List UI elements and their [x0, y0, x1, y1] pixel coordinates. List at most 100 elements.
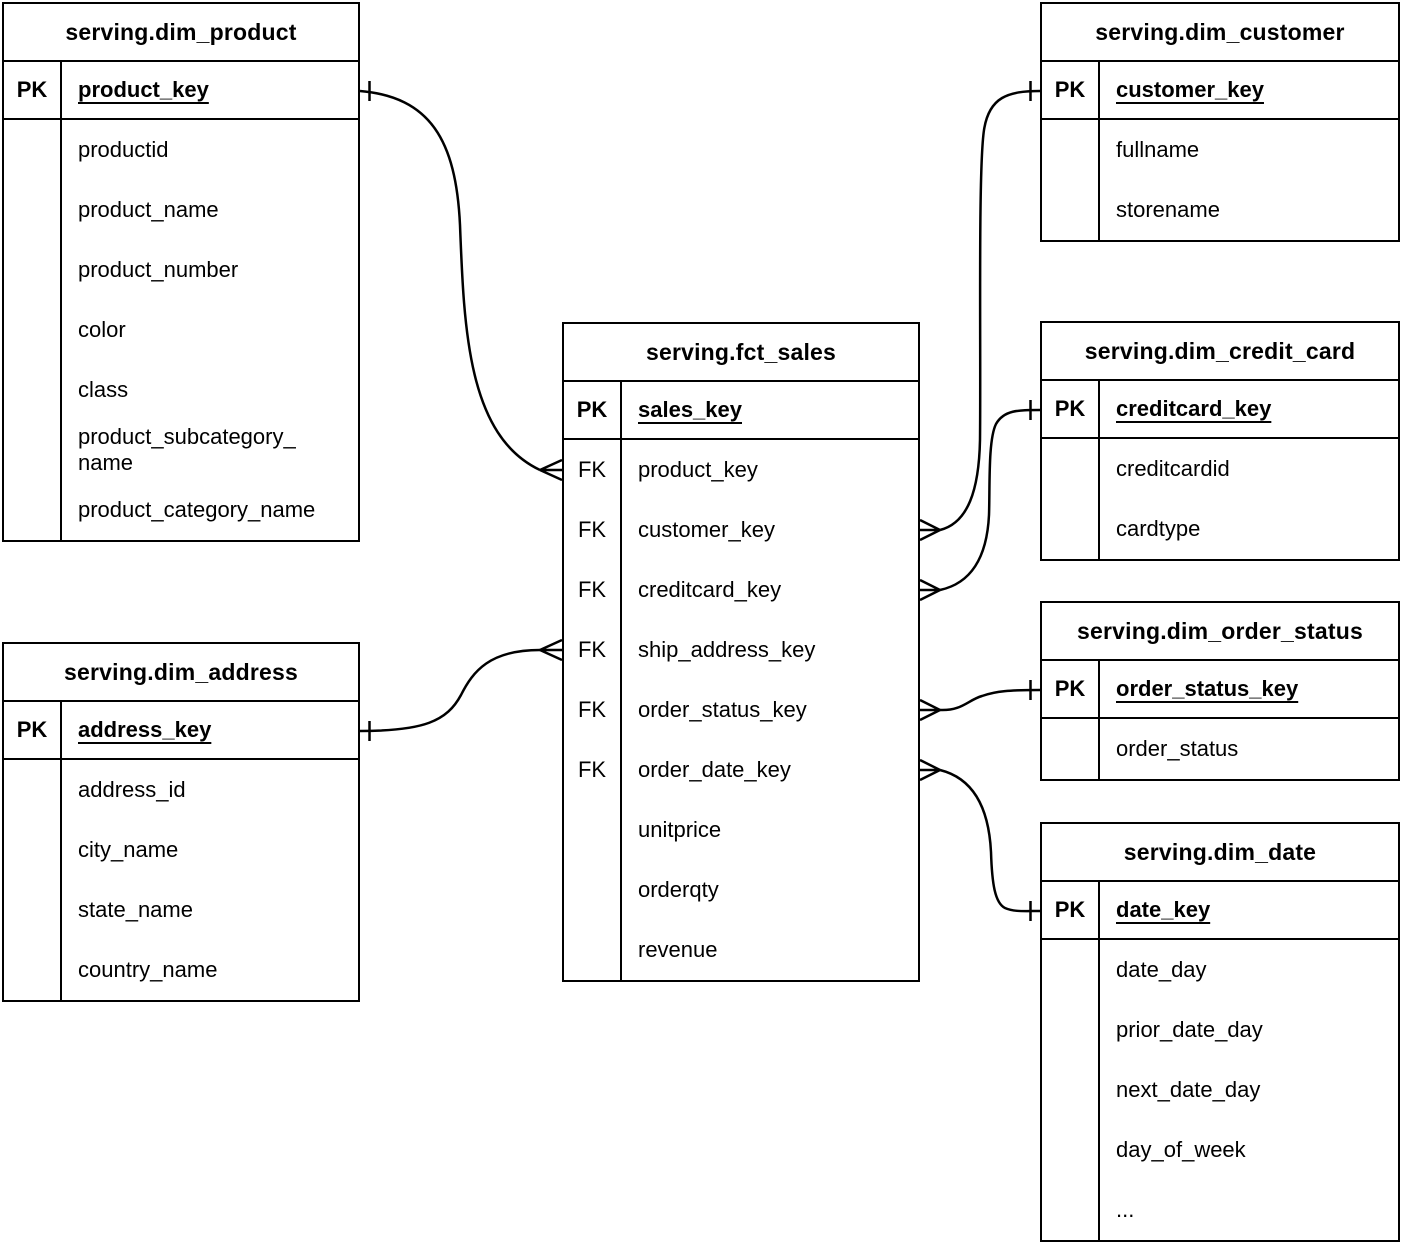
fk-badge	[1042, 940, 1100, 1000]
field-name: next_date_day	[1116, 1077, 1261, 1102]
fk-badge	[4, 360, 62, 420]
field-row: FK product_key	[564, 440, 918, 500]
fk-badge: FK	[564, 620, 622, 680]
field-name: product_key	[638, 457, 758, 482]
field-name: creditcardid	[1116, 456, 1230, 481]
pk-badge: PK	[4, 702, 62, 758]
field-name: ship_address_key	[638, 637, 816, 662]
field-row: city_name	[4, 820, 358, 880]
pk-badge: PK	[1042, 661, 1100, 717]
field-row: FK ship_address_key	[564, 620, 918, 680]
fk-badge: FK	[564, 500, 622, 560]
field-row: creditcardid	[1042, 439, 1398, 499]
field-name: customer_key	[638, 517, 775, 542]
fk-badge	[4, 120, 62, 180]
fk-badge	[564, 800, 622, 860]
relationship-fct_sales-dim_credit_card	[919, 400, 1041, 602]
primary-key-name: product_key	[78, 77, 209, 102]
relationship-line	[359, 89, 541, 472]
field-row: address_id	[4, 760, 358, 820]
fk-badge	[4, 820, 62, 880]
fk-badge	[564, 860, 622, 920]
field-row: state_name	[4, 880, 358, 940]
field-name: country_name	[78, 957, 218, 982]
fk-badge: FK	[564, 440, 622, 500]
field-name: unitprice	[638, 817, 722, 842]
fk-badge	[1042, 439, 1100, 499]
field-name: class	[78, 377, 129, 402]
field-name: storename	[1116, 197, 1220, 222]
field-name: date_day	[1116, 957, 1207, 982]
field-row: storename	[1042, 180, 1398, 240]
field-name: ...	[1116, 1197, 1135, 1222]
pk-badge: PK	[564, 382, 622, 438]
field-row: color	[4, 300, 358, 360]
field-name: creditcard_key	[638, 577, 782, 602]
field-row: product_category_name	[4, 480, 358, 540]
primary-key-name: creditcard_key	[1116, 396, 1272, 421]
field-name: order_status_key	[638, 697, 807, 722]
fk-badge	[1042, 1180, 1100, 1240]
relationship-fct_sales-dim_order_status	[919, 680, 1041, 722]
field-row: product_name	[4, 180, 358, 240]
crow-foot-many-marker	[919, 578, 941, 602]
field-row: date_day	[1042, 940, 1398, 1000]
fk-badge: FK	[564, 740, 622, 800]
field-row: cardtype	[1042, 499, 1398, 559]
field-name: fullname	[1116, 137, 1200, 162]
fk-badge	[1042, 719, 1100, 779]
field-name: order_date_key	[638, 757, 791, 782]
field-row: next_date_day	[1042, 1060, 1398, 1120]
relationship-line	[939, 688, 1041, 712]
relationship-line	[939, 768, 1041, 913]
table-title: serving.dim_date	[1042, 824, 1398, 882]
fk-badge	[1042, 180, 1100, 240]
field-name: prior_date_day	[1116, 1017, 1263, 1042]
field-row: FK customer_key	[564, 500, 918, 560]
relationship-line	[939, 408, 1041, 592]
primary-key-name: date_key	[1116, 897, 1211, 922]
field-row: class	[4, 360, 358, 420]
field-name: address_id	[78, 777, 186, 802]
fk-badge	[1042, 1060, 1100, 1120]
pk-badge: PK	[1042, 882, 1100, 938]
field-row: unitprice	[564, 800, 918, 860]
primary-key-name: customer_key	[1116, 77, 1264, 102]
primary-key-name: sales_key	[638, 397, 742, 422]
field-row: FK order_date_key	[564, 740, 918, 800]
field-row: day_of_week	[1042, 1120, 1398, 1180]
field-row: fullname	[1042, 120, 1398, 180]
field-name: productid	[78, 137, 169, 162]
field-row: prior_date_day	[1042, 1000, 1398, 1060]
crow-foot-many-marker	[919, 698, 941, 722]
primary-key-name: order_status_key	[1116, 676, 1299, 701]
field-row: productid	[4, 120, 358, 180]
fk-badge	[4, 880, 62, 940]
table-title: serving.dim_credit_card	[1042, 323, 1398, 381]
fk-badge	[4, 760, 62, 820]
table-title: serving.dim_address	[4, 644, 358, 702]
fk-badge	[1042, 1120, 1100, 1180]
fk-badge	[1042, 1000, 1100, 1060]
relationship-fct_sales-dim_date	[919, 758, 1041, 921]
field-name: product_name	[78, 197, 219, 222]
relationship-fct_sales-dim_address	[359, 638, 563, 741]
fk-badge	[4, 300, 62, 360]
field-name: product_subcategory_name	[78, 424, 296, 475]
fk-badge	[4, 180, 62, 240]
field-name: city_name	[78, 837, 179, 862]
crow-foot-many-marker	[539, 638, 563, 662]
